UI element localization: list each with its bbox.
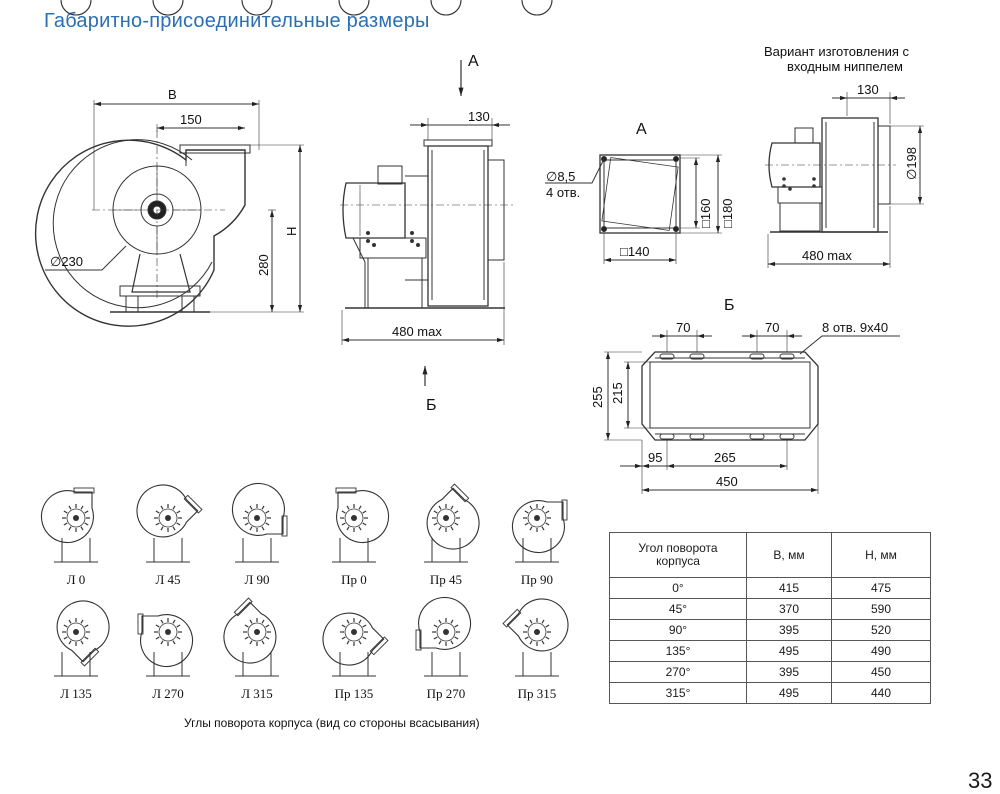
view-b-dim-95: 95 bbox=[648, 450, 662, 465]
rotation-label: Пр 315 bbox=[518, 686, 557, 701]
view-b-dim-450: 450 bbox=[716, 474, 738, 489]
view-b-dim-255: 255 bbox=[590, 386, 605, 408]
view-a-dim-160: □160 bbox=[698, 198, 713, 228]
rotation-icon: Л 0 bbox=[40, 0, 98, 587]
nipple-dim-480: 480 max bbox=[802, 248, 852, 263]
rotation-icon: Л 315 bbox=[223, 0, 279, 701]
rotation-icon: Л 135 bbox=[54, 0, 110, 701]
nipple-dim-130: 130 bbox=[857, 82, 879, 97]
cell-h: 440 bbox=[831, 682, 931, 704]
rotation-label: Л 45 bbox=[155, 572, 180, 587]
view-a-hole: ∅8,5 bbox=[546, 169, 575, 184]
view-b-dim-70b: 70 bbox=[765, 320, 779, 335]
view-b-dim-265: 265 bbox=[714, 450, 736, 465]
dim-150: 150 bbox=[180, 112, 202, 127]
nipple-title-line2: входным ниппелем bbox=[787, 59, 903, 74]
dim-230: ∅230 bbox=[50, 254, 83, 269]
arrow-b-label: Б bbox=[426, 397, 437, 414]
rotation-label: Пр 45 bbox=[430, 572, 462, 587]
rotation-label: Пр 270 bbox=[427, 686, 466, 701]
view-a bbox=[545, 154, 722, 264]
rotation-label: Пр 0 bbox=[341, 572, 367, 587]
view-b-dim-70a: 70 bbox=[676, 320, 690, 335]
header-h: H, мм bbox=[831, 532, 931, 578]
view-b-holes: 8 отв. 9х40 bbox=[822, 320, 888, 335]
cell-angle: 270° bbox=[609, 661, 747, 683]
cell-h: 475 bbox=[831, 577, 931, 599]
rotation-label: Л 270 bbox=[152, 686, 184, 701]
dim-280: 280 bbox=[256, 254, 271, 276]
rotations-caption: Углы поворота корпуса (вид со стороны вс… bbox=[184, 716, 480, 730]
page-number: 33 bbox=[968, 768, 993, 793]
cell-h: 450 bbox=[831, 661, 931, 683]
view-b bbox=[604, 330, 900, 494]
rotation-label: Л 0 bbox=[67, 572, 86, 587]
side-dim-480: 480 max bbox=[392, 324, 442, 339]
rotation-label: Пр 135 bbox=[335, 686, 374, 701]
view-a-hole-count: 4 отв. bbox=[546, 185, 580, 200]
rotation-grid: Л 0 Л 45 Л 90 Пр 0 Пр 45 Пр 90 Л 135 Л 270 Л 315… bbox=[40, 0, 569, 701]
rotation-icon: Л 90 bbox=[231, 0, 288, 587]
rotation-icon: Пр 0 bbox=[332, 0, 390, 587]
rotation-icon: Л 270 bbox=[137, 0, 194, 701]
arrow-a-label: A bbox=[468, 53, 479, 70]
rotation-icon: Пр 90 bbox=[511, 0, 568, 587]
cell-b: 495 bbox=[746, 682, 832, 704]
side-view bbox=[340, 60, 515, 386]
dim-b: B bbox=[168, 87, 177, 102]
cell-b: 370 bbox=[746, 598, 832, 620]
cell-b: 395 bbox=[746, 661, 832, 683]
cell-h: 520 bbox=[831, 619, 931, 641]
view-a-dim-140: □140 bbox=[620, 244, 650, 259]
front-view bbox=[34, 100, 304, 327]
header-b: B, мм bbox=[746, 532, 832, 578]
cell-angle: 90° bbox=[609, 619, 747, 641]
nipple-dim-198: ∅198 bbox=[904, 147, 919, 180]
nipple-variant bbox=[765, 92, 924, 268]
rotation-icon: Пр 45 bbox=[424, 0, 480, 587]
nipple-title-line1: Вариант изготовления с bbox=[764, 44, 910, 59]
rotation-icon: Пр 315 bbox=[502, 0, 569, 701]
cell-angle: 45° bbox=[609, 598, 747, 620]
table-header-row: Угол поворота корпуса B, мм H, мм bbox=[609, 532, 931, 578]
cell-h: 590 bbox=[831, 598, 931, 620]
page-title: Габаритно-присоединительные размеры bbox=[44, 10, 430, 32]
view-a-dim-180: □180 bbox=[720, 198, 735, 228]
rotation-icon: Пр 270 bbox=[415, 0, 472, 701]
rotation-icon: Пр 135 bbox=[322, 0, 389, 701]
rotation-icon: Л 45 bbox=[136, 0, 203, 587]
cell-b: 415 bbox=[746, 577, 832, 599]
rotation-label: Пр 90 bbox=[521, 572, 553, 587]
cell-angle: 135° bbox=[609, 640, 747, 662]
rotation-label: Л 315 bbox=[241, 686, 273, 701]
cell-angle: 315° bbox=[609, 682, 747, 704]
cell-angle: 0° bbox=[609, 577, 747, 599]
cell-b: 495 bbox=[746, 640, 832, 662]
view-b-dim-215: 215 bbox=[610, 382, 625, 404]
dim-h: H bbox=[284, 227, 299, 236]
cell-h: 490 bbox=[831, 640, 931, 662]
side-dim-130: 130 bbox=[468, 109, 490, 124]
cell-b: 395 bbox=[746, 619, 832, 641]
header-angle: Угол поворота корпуса bbox=[609, 532, 747, 578]
view-b-title: Б bbox=[724, 297, 735, 314]
rotation-label: Л 90 bbox=[244, 572, 269, 587]
rotation-label: Л 135 bbox=[60, 686, 92, 701]
view-a-title: A bbox=[636, 121, 647, 138]
